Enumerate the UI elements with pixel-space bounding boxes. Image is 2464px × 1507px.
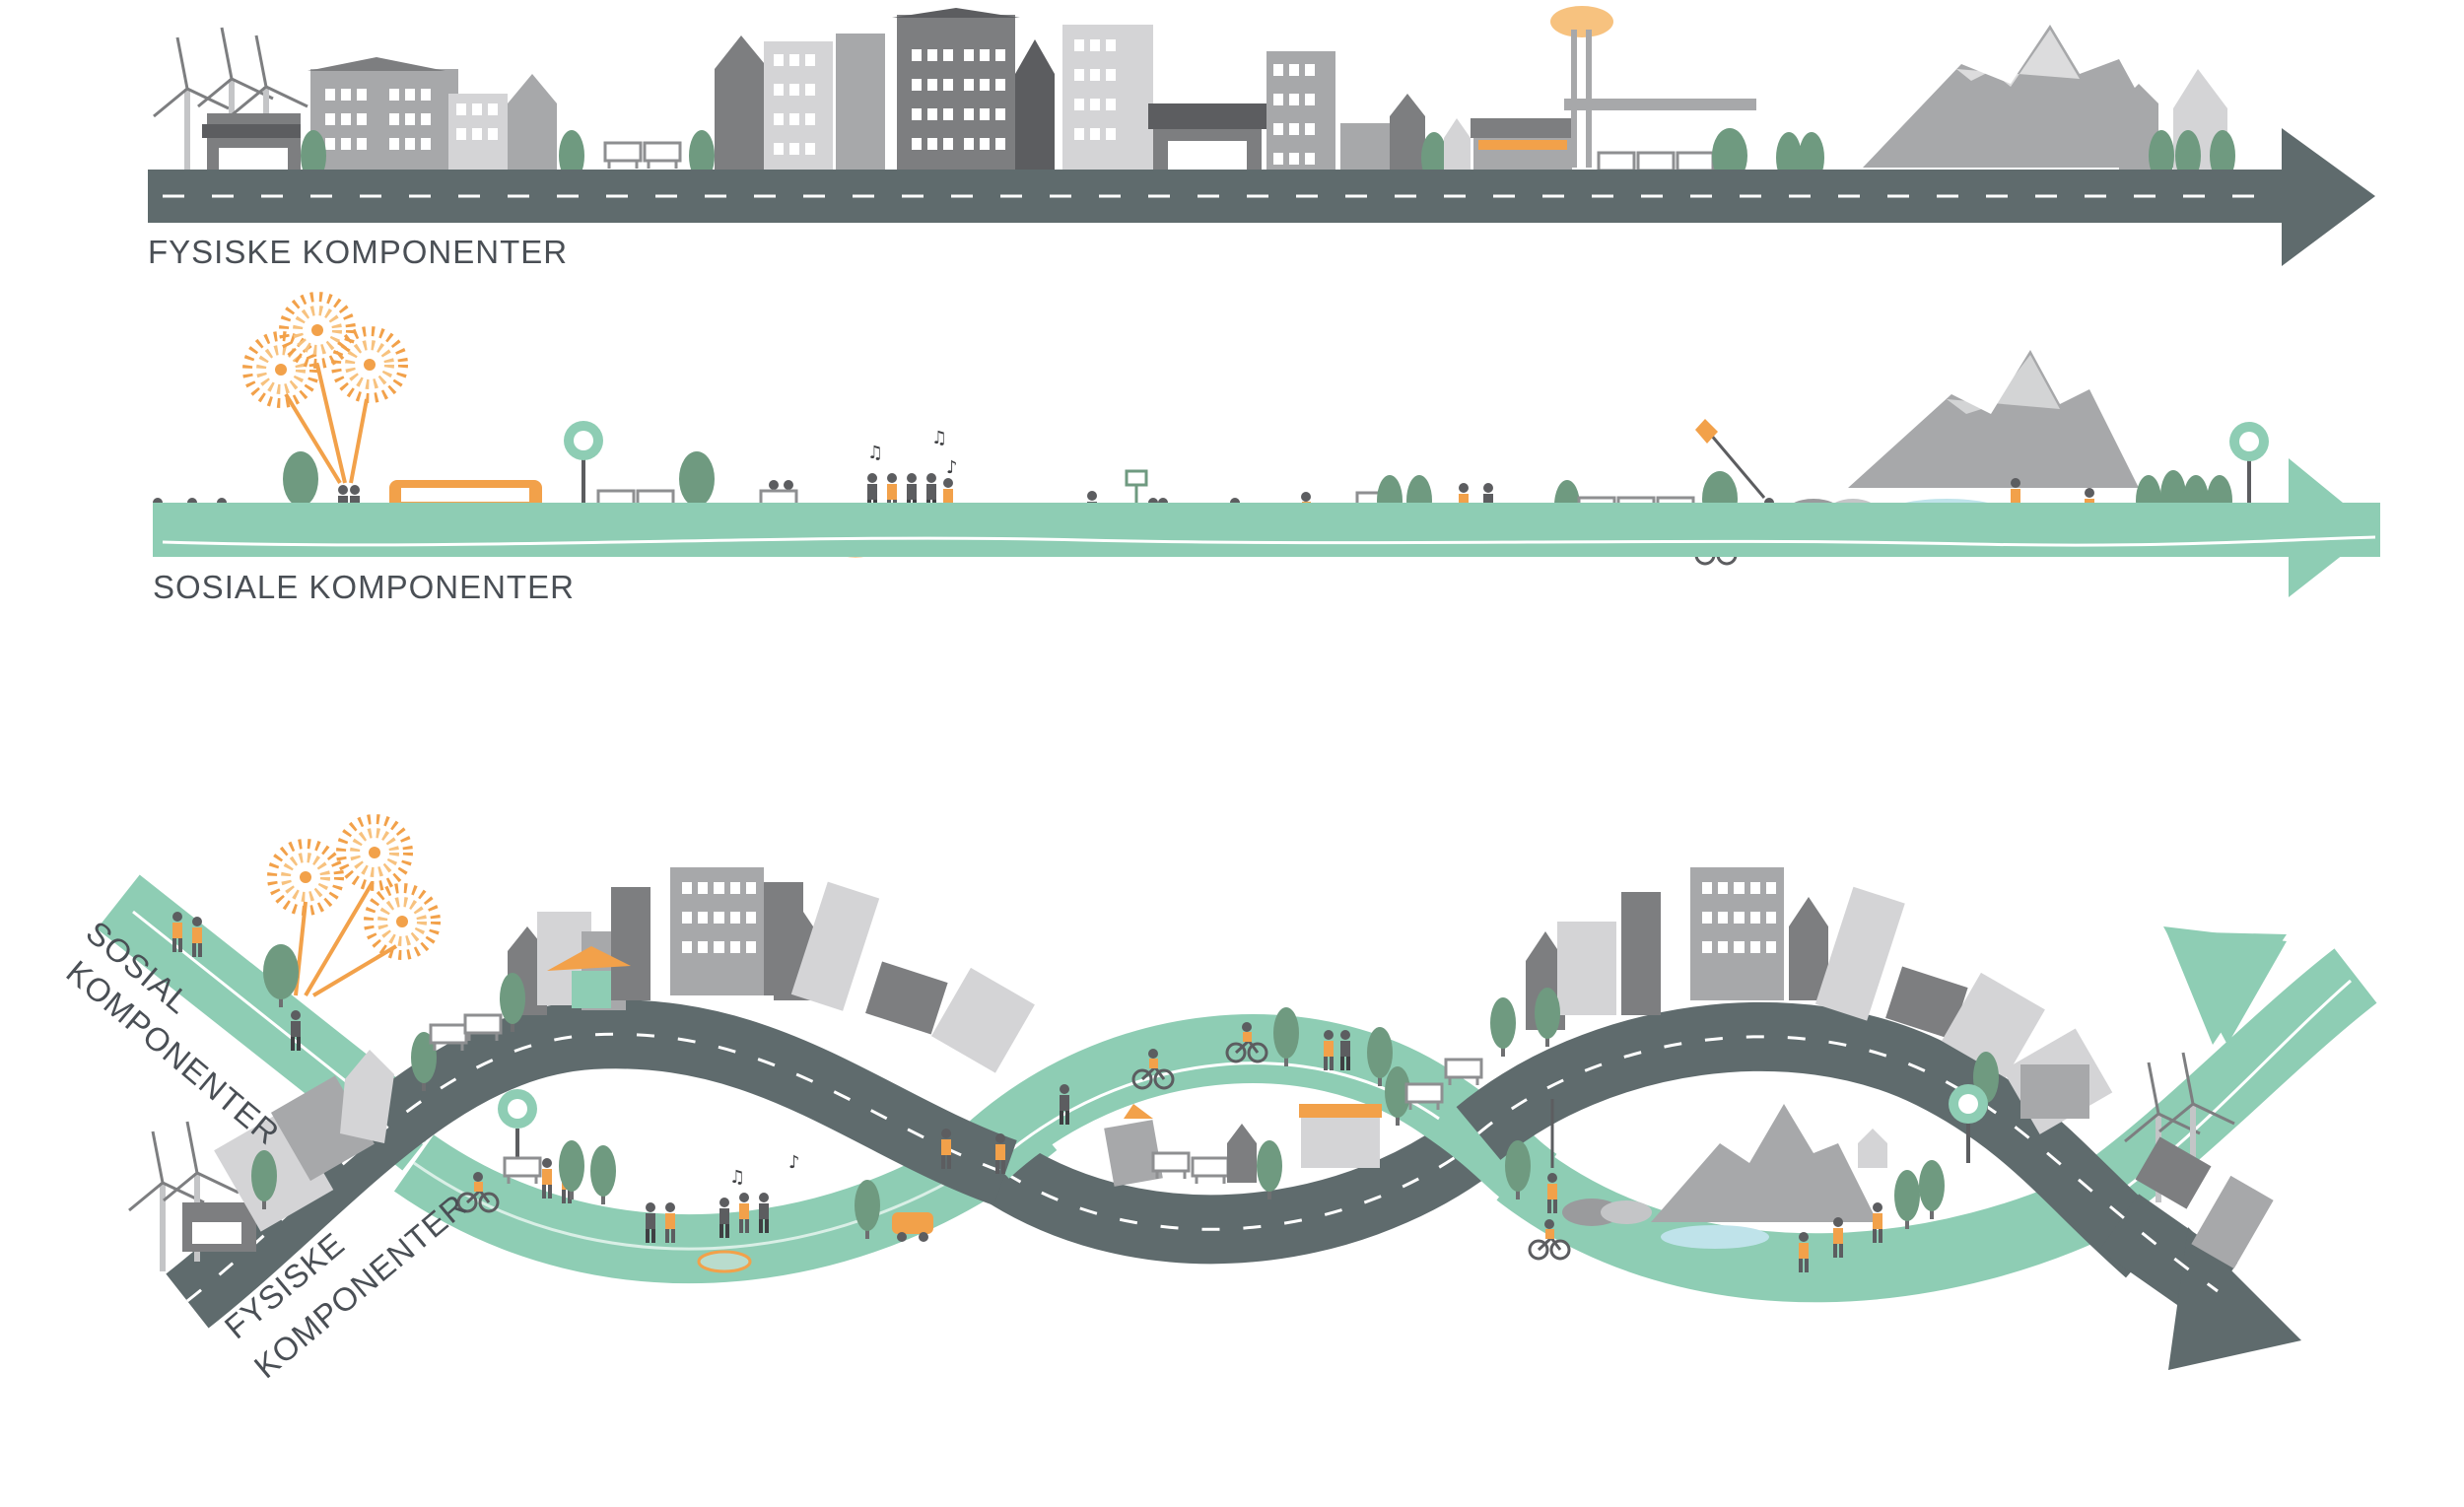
svg-text:♫: ♫ <box>867 443 883 463</box>
physical-strip: FYSISKE KOMPONENTER <box>148 6 2375 270</box>
svg-text:♪: ♪ <box>788 1152 800 1173</box>
music-note-icon: ♫ ♫ ♪ <box>867 428 958 478</box>
mountain-icon-helix <box>1651 1104 1878 1222</box>
combined-helix: ♫ ♪ <box>60 819 2356 1385</box>
social-strip: ♫ ♫ ♪ <box>153 297 2380 605</box>
physical-skyline <box>154 6 2235 191</box>
mountain-icon-social <box>1848 350 2139 488</box>
svg-text:♫: ♫ <box>729 1167 745 1188</box>
fireworks-icon <box>247 297 403 483</box>
social-label: SOSIALE KOMPONENTER <box>153 569 575 605</box>
physical-label: FYSISKE KOMPONENTER <box>148 234 568 270</box>
svg-text:♪: ♪ <box>946 457 958 478</box>
svg-text:♫: ♫ <box>931 428 947 448</box>
small-car-icon <box>892 1212 933 1242</box>
